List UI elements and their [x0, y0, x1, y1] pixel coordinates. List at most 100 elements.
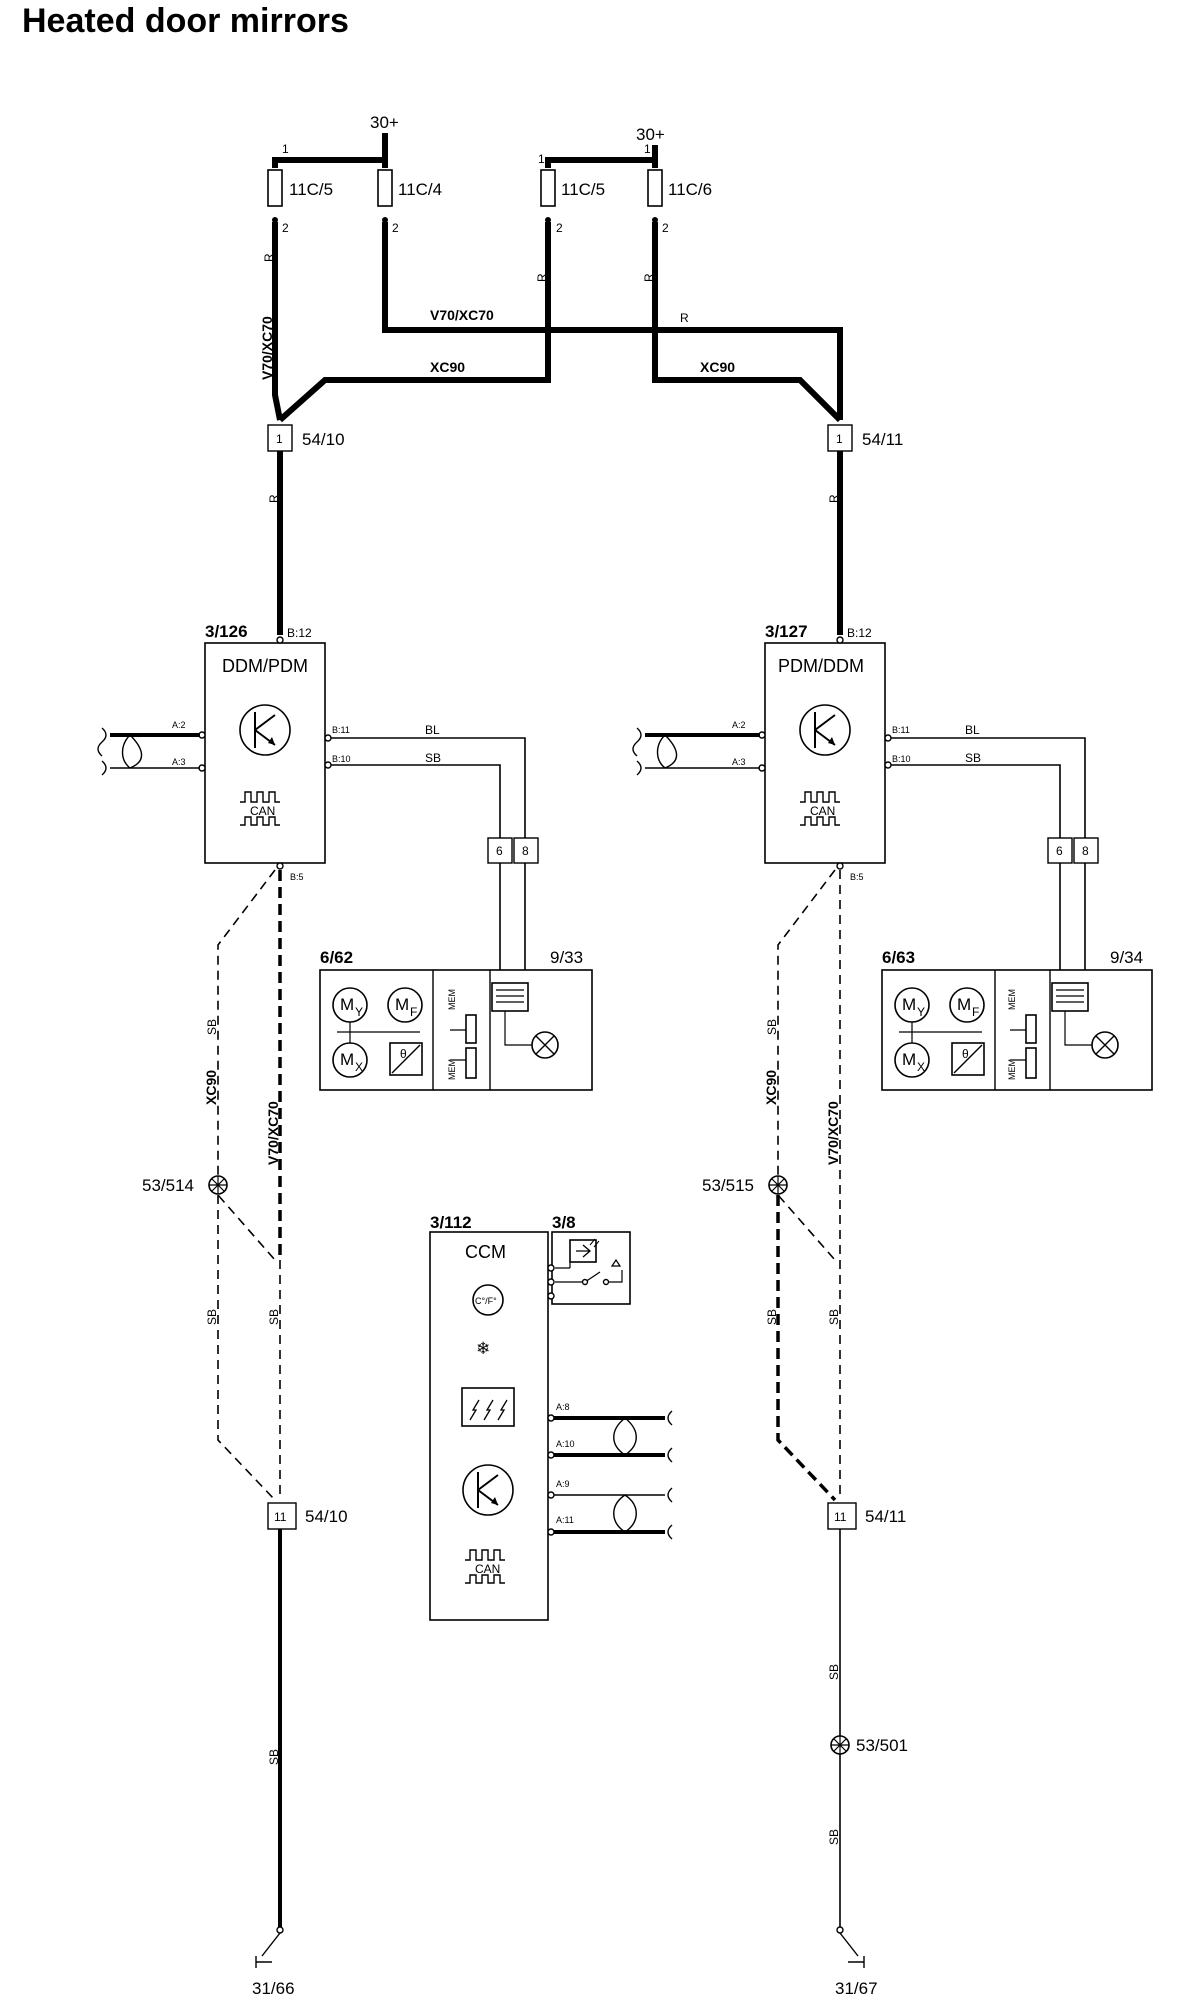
pin-switch-3	[547, 1292, 555, 1300]
svg-text:M: M	[902, 995, 916, 1014]
svg-text:X: X	[355, 1060, 363, 1074]
wire-bl-right	[891, 737, 1086, 838]
wire-color-sb-9: SB	[827, 1829, 841, 1845]
pin-a10	[547, 1451, 555, 1459]
svg-text:X: X	[917, 1060, 925, 1074]
wire-color-sb-right: SB	[965, 751, 981, 765]
svg-text:11C/4: 11C/4	[398, 180, 442, 199]
wire-color-sb-6: SB	[765, 1309, 779, 1325]
svg-text:CCM: CCM	[465, 1242, 506, 1262]
svg-text:A:8: A:8	[556, 1402, 570, 1412]
svg-text:B:10: B:10	[332, 754, 351, 764]
svg-text:11C/6: 11C/6	[668, 180, 712, 199]
wire-color-sb-2: SB	[205, 1309, 219, 1325]
mirror-6-62: 6/62 9/33 M Y M F M X θ MEM MEM	[319, 948, 593, 1091]
wire-sb-right	[891, 764, 1061, 838]
svg-text:θ: θ	[962, 1047, 969, 1061]
svg-text:Y: Y	[355, 1005, 363, 1019]
svg-text:θ: θ	[400, 1047, 407, 1061]
svg-text:2: 2	[662, 221, 669, 235]
svg-text:1: 1	[282, 142, 289, 156]
wire-xc90-ground-right	[777, 869, 836, 1261]
svg-text:F: F	[972, 1005, 979, 1019]
svg-text:6: 6	[1056, 844, 1063, 858]
pin-b12-right	[836, 636, 844, 644]
svg-text:2: 2	[282, 221, 289, 235]
switch-3-8: 3/8	[551, 1213, 631, 1305]
svg-text:M: M	[902, 1050, 916, 1069]
svg-text:3/8: 3/8	[552, 1213, 576, 1232]
svg-text:8: 8	[1082, 844, 1089, 858]
wire-bl-left	[331, 737, 526, 838]
svg-text:A:3: A:3	[732, 757, 746, 767]
variant-label-v70-top: V70/XC70	[430, 307, 494, 323]
svg-text:6/62: 6/62	[320, 948, 353, 967]
wire-color-sb-1: SB	[205, 1019, 219, 1035]
svg-text:B:10: B:10	[892, 754, 911, 764]
splice-53-515: 53/515	[702, 1175, 788, 1195]
svg-text:C°/F°: C°/F°	[475, 1296, 497, 1306]
connector-6-8-right: 6 8	[1047, 837, 1099, 864]
svg-text:54/10: 54/10	[302, 430, 345, 449]
svg-text:A:9: A:9	[556, 1479, 570, 1489]
pin-b5-left	[276, 862, 284, 870]
svg-text:MEM: MEM	[447, 1059, 457, 1080]
supply-label-right: 30+	[636, 125, 665, 144]
wire-color-r-6: R	[827, 494, 841, 503]
wire-xc90-ground-left	[217, 869, 276, 1261]
svg-text:B:5: B:5	[850, 872, 864, 882]
svg-text:31/66: 31/66	[252, 1979, 295, 1998]
svg-text:53/515: 53/515	[702, 1176, 754, 1195]
wire-dash-lower-left-2	[217, 1195, 276, 1501]
wire-sb-left	[331, 764, 501, 838]
svg-text:11C/5: 11C/5	[289, 180, 333, 199]
fuse-11c4: 11C/4 2	[377, 157, 442, 235]
svg-text:M: M	[957, 995, 971, 1014]
svg-text:DDM/PDM: DDM/PDM	[222, 656, 308, 676]
module-3-126: 3/126 B:12 DDM/PDM CAN A:2 A:3 B:11 B:10…	[172, 622, 351, 882]
pin-b5-right	[836, 862, 844, 870]
connector-54-10-lower: 11 54/10	[267, 1502, 348, 1530]
variant-label-xc90-ground-left: XC90	[203, 1070, 219, 1105]
wire-color-r-2: R	[680, 311, 689, 325]
variant-label-xc90-ground-right: XC90	[763, 1070, 779, 1105]
pin-a9	[547, 1491, 555, 1499]
wire-left-v70	[272, 222, 283, 421]
svg-text:2: 2	[556, 221, 563, 235]
svg-text:6/63: 6/63	[882, 948, 915, 967]
diagram-title: Heated door mirrors	[22, 2, 349, 40]
variant-label-v70-ground-right: V70/XC70	[825, 1101, 841, 1165]
pin-b10-right	[884, 761, 892, 769]
wire-to-heater-left	[499, 863, 526, 985]
ground-31-67: 31/67	[835, 1926, 878, 1998]
svg-text:B:11: B:11	[332, 725, 350, 735]
can-bus-ccm	[554, 1410, 673, 1540]
supply-bus-left	[272, 133, 388, 168]
wire-color-bl-left: BL	[425, 723, 440, 737]
svg-text:B:11: B:11	[892, 725, 910, 735]
svg-text:Y: Y	[917, 1005, 925, 1019]
ground-31-66: 31/66	[252, 1926, 295, 1998]
svg-text:M: M	[340, 995, 354, 1014]
wire-color-sb-4: SB	[267, 1749, 281, 1765]
svg-text:1: 1	[538, 152, 545, 166]
pin-b11-right	[884, 734, 892, 742]
pin-switch-1	[547, 1264, 555, 1272]
variant-label-xc90-left: XC90	[430, 359, 465, 375]
wire-color-r-4: R	[642, 273, 656, 282]
svg-text:9/34: 9/34	[1110, 948, 1143, 967]
svg-text:M: M	[395, 995, 409, 1014]
wire-left-xc90	[278, 222, 551, 423]
svg-text:A:3: A:3	[172, 757, 186, 767]
svg-text:A:2: A:2	[172, 720, 186, 730]
wire-color-sb-8: SB	[827, 1664, 841, 1680]
svg-text:1: 1	[644, 142, 651, 156]
svg-text:PDM/DDM: PDM/DDM	[778, 656, 864, 676]
connector-54-11-lower: 11 54/11	[827, 1502, 906, 1530]
wire-v70-crossover	[382, 222, 843, 420]
svg-text:B:12: B:12	[287, 626, 312, 640]
svg-text:MEM: MEM	[447, 989, 457, 1010]
wire-color-r-3: R	[535, 273, 549, 282]
svg-text:6: 6	[496, 844, 503, 858]
